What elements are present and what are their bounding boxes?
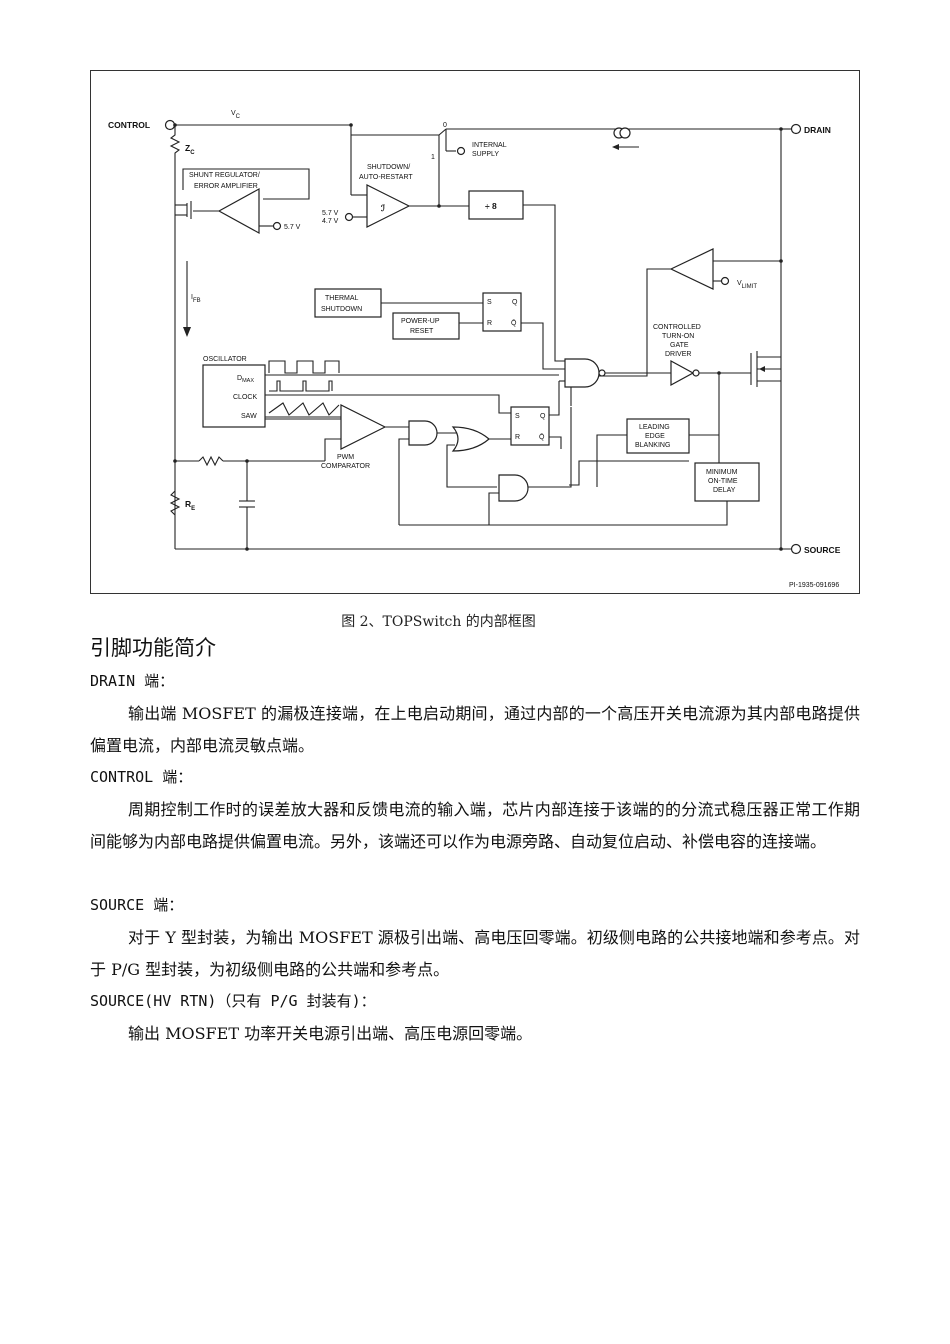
thermal-shutdown-block xyxy=(314,288,382,318)
drain-pin-label: DRAIN xyxy=(804,125,831,135)
topswitch-internal-diagram: CONTROL VC ZC SHUNT REGULATOR/ ERROR AMP… xyxy=(108,110,841,589)
and-gate-1 xyxy=(408,420,438,446)
pin-source-hvrtn-title: SOURCE(HV RTN)（只有 P/G 封装有)： xyxy=(90,992,376,1010)
shutdown-label-1: SHUTDOWN/ xyxy=(367,164,410,171)
block-diagram: CONTROL VC ZC SHUNT REGULATOR/ ERROR AMP… xyxy=(90,70,860,594)
divide-by-8-label: ÷ 8 xyxy=(485,201,497,211)
pin-control-text: 周期控制工作时的误差放大器和反馈电流的输入端，芯片内部连接于该端的的分流式稳压器… xyxy=(90,800,860,851)
ff1-q-label: Q xyxy=(512,299,518,306)
ff2-s-label: S xyxy=(515,413,520,420)
figure-code: PI-1935-091696 xyxy=(789,582,839,589)
ff1-s-label: S xyxy=(487,299,492,306)
gate-driver-label-4: DRIVER xyxy=(665,351,691,358)
and-gate-2 xyxy=(498,474,529,502)
hysteresis-icon: ℐ xyxy=(381,203,386,213)
switch-1-label: 1 xyxy=(431,154,435,161)
min-label-1: MINIMUM xyxy=(706,469,738,476)
min-label-2: ON-TIME xyxy=(708,478,738,485)
thermal-label-1: THERMAL xyxy=(325,295,359,302)
thermal-label-2: SHUTDOWN xyxy=(321,306,362,313)
internal-supply-label-2: SUPPLY xyxy=(472,151,499,158)
pwm-label-1: PWM xyxy=(337,454,354,461)
error-amplifier xyxy=(217,187,260,235)
clock-label: CLOCK xyxy=(233,394,257,401)
pwm-comparator xyxy=(340,404,387,450)
oscillator-label: OSCILLATOR xyxy=(203,356,247,363)
powerup-label-2: RESET xyxy=(410,328,434,335)
leading-edge-blanking-block xyxy=(626,418,690,454)
ff2-qb-label: Q̄ xyxy=(539,433,545,441)
leb-label-3: BLANKING xyxy=(635,442,670,449)
pwm-label-2: COMPARATOR xyxy=(321,463,370,470)
ff1-r-label: R xyxy=(487,320,492,327)
ifb-label: IFB xyxy=(191,294,201,304)
dmax-waveform xyxy=(268,360,340,374)
powerup-label-1: POWER-UP xyxy=(401,318,440,325)
oscillator-block xyxy=(202,364,266,428)
internal-supply-label-1: INTERNAL xyxy=(472,142,507,149)
ff2-q-label: Q xyxy=(540,413,546,420)
main-nand-gate xyxy=(564,358,600,388)
divide-by-8-block xyxy=(468,190,524,220)
ref-5v7-label: 5.7 V xyxy=(284,224,301,231)
gate-driver-label-2: TURN-ON xyxy=(662,333,694,340)
minimum-on-time-delay-block xyxy=(694,462,760,502)
pin-source-text: 对于 Y 型封装，为输出 MOSFET 源极引出端、高电压回零端。初级侧电路的公… xyxy=(90,928,860,979)
source-pin-terminal xyxy=(790,543,802,555)
source-pin-label: SOURCE xyxy=(804,545,841,555)
saw-waveform xyxy=(268,402,340,416)
hyst-low-label: 4.7 V xyxy=(322,218,339,225)
section-title: 引脚功能简介 xyxy=(90,636,216,660)
power-up-reset-block xyxy=(392,312,460,340)
leb-label-1: LEADING xyxy=(639,424,670,431)
current-limit-comparator xyxy=(669,248,714,290)
drain-pin-terminal xyxy=(790,123,802,135)
ff2-r-label: R xyxy=(515,434,520,441)
filter-resistor xyxy=(198,455,224,467)
latch-flipflop-1 xyxy=(482,292,522,332)
leb-label-2: EDGE xyxy=(645,433,665,440)
shutdown-comparator xyxy=(366,184,411,228)
gate-driver xyxy=(670,359,695,387)
pin-source-title: SOURCE 端： xyxy=(90,896,184,914)
saw-label: SAW xyxy=(241,413,257,420)
gate-driver-label-3: GATE xyxy=(670,342,689,349)
vlimit-label: VLIMIT xyxy=(737,280,757,290)
dmax-label: DMAX xyxy=(237,375,254,384)
switch-0-label: 0 xyxy=(443,122,447,129)
pin-drain-text: 输出端 MOSFET 的漏极连接端，在上电启动期间，通过内部的一个高压开关电流源… xyxy=(90,704,860,755)
re-label: RE xyxy=(185,499,195,512)
zc-label: ZC xyxy=(185,143,195,156)
shutdown-label-2: AUTO-RESTART xyxy=(359,174,413,181)
ff1-qb-label: Q̄ xyxy=(511,319,517,327)
zc-impedance xyxy=(169,125,181,163)
hyst-high-label: 5.7 V xyxy=(322,210,339,217)
figure-caption: 图 2、TOPSwitch 的内部框图 xyxy=(341,614,536,630)
control-pin-terminal xyxy=(164,119,176,131)
latch-flipflop-2 xyxy=(510,406,550,446)
pin-control-title: CONTROL 端： xyxy=(90,768,193,786)
re-resistor xyxy=(169,490,181,516)
vc-label: VC xyxy=(231,110,241,120)
pin-source-hvrtn-text: 输出 MOSFET 功率开关电源引出端、高压电源回零端。 xyxy=(128,1024,533,1043)
control-pin-label: CONTROL xyxy=(108,120,150,130)
shunt-label-2: ERROR AMPLIFIER xyxy=(194,183,258,190)
pin-drain-title: DRAIN 端： xyxy=(90,672,175,690)
or-gate xyxy=(451,426,490,452)
clock-waveform xyxy=(269,380,333,392)
shunt-label-1: SHUNT REGULATOR/ xyxy=(189,172,260,179)
min-label-3: DELAY xyxy=(713,487,736,494)
gate-driver-label-1: CONTROLLED xyxy=(653,324,701,331)
